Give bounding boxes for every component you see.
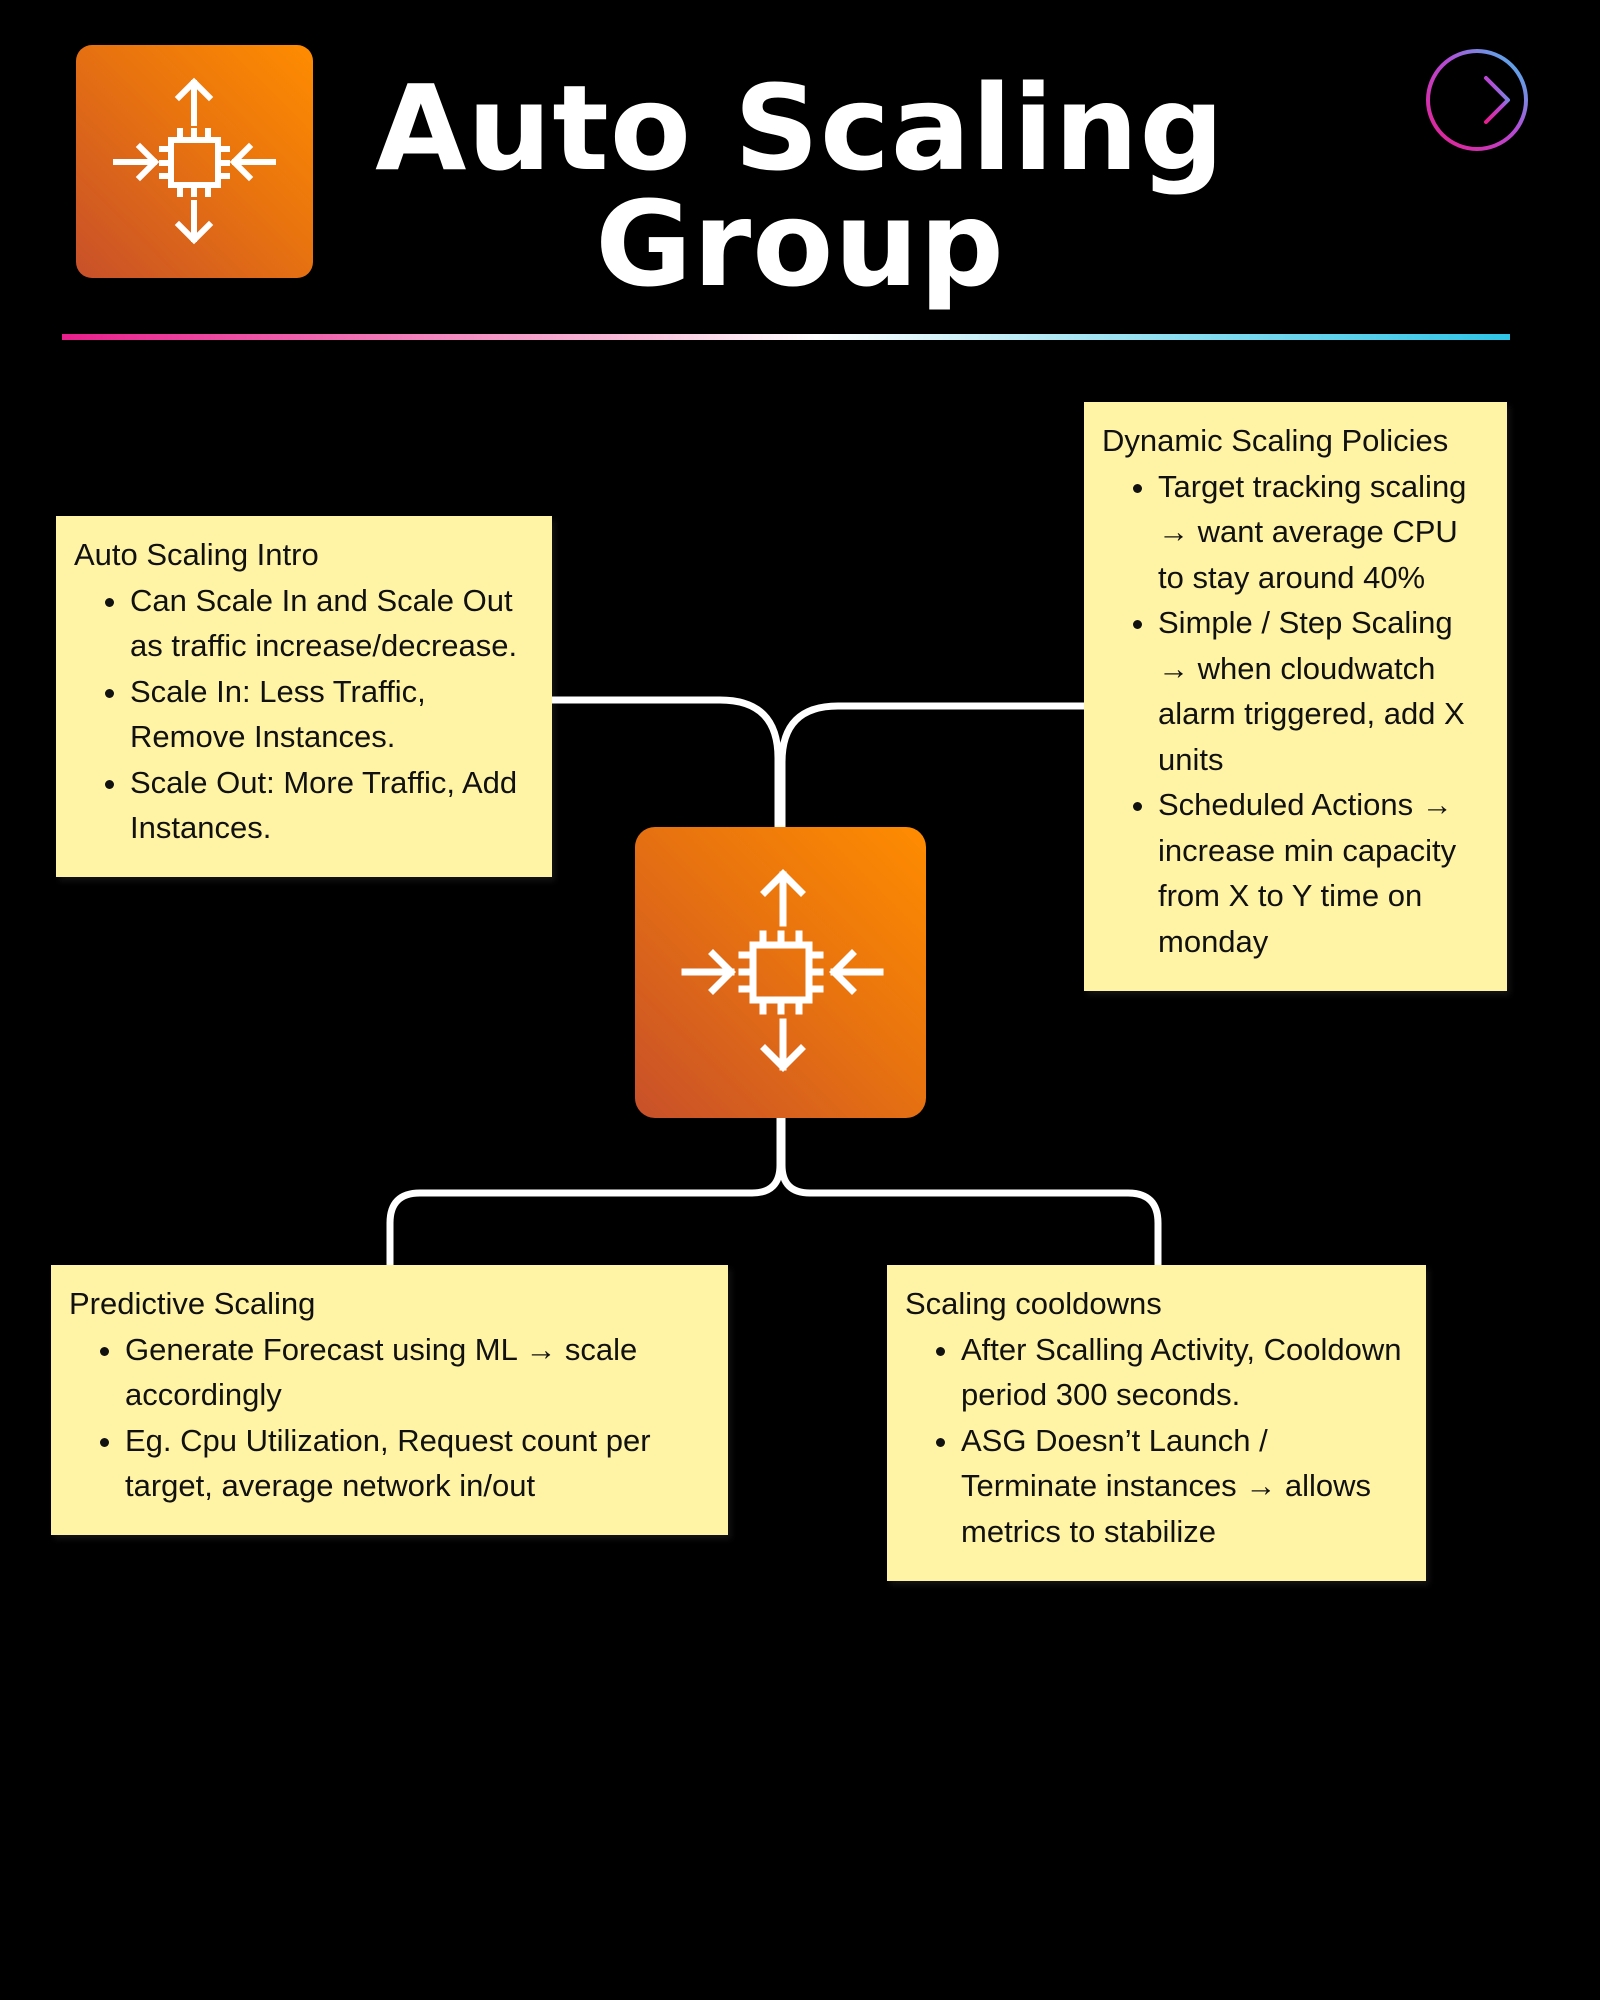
note-auto-scaling-intro: Auto Scaling Intro Can Scale In and Scal… — [56, 516, 552, 877]
list-item: Simple / Step Scaling → when cloudwatch … — [1158, 600, 1489, 782]
note-title: Dynamic Scaling Policies — [1102, 423, 1449, 458]
list-item: After Scalling Activity, Cooldown period… — [961, 1327, 1408, 1418]
auto-scaling-icon — [113, 77, 276, 245]
list-item: Scale In: Less Traffic, Remove Instances… — [130, 669, 534, 760]
title-line-1: Auto Scaling — [375, 59, 1225, 197]
center-auto-scaling-tile — [635, 827, 926, 1118]
note-list: Generate Forecast using ML → scale accor… — [69, 1327, 710, 1509]
page-title: Auto Scaling Group — [340, 59, 1260, 313]
list-item: ASG Doesn’t Launch / Terminate instances… — [961, 1418, 1408, 1555]
connector-predictive — [386, 1118, 784, 1265]
list-item: Scheduled Actions → increase min capacit… — [1158, 782, 1489, 964]
connector-intro — [552, 696, 782, 827]
auto-scaling-icon — [681, 869, 884, 1072]
note-title: Auto Scaling Intro — [74, 537, 319, 572]
list-item: Eg. Cpu Utilization, Request count per t… — [125, 1418, 710, 1509]
title-line-2: Group — [595, 175, 1005, 313]
note-title: Scaling cooldowns — [905, 1286, 1162, 1321]
note-list: Target tracking scaling → want average C… — [1102, 464, 1489, 965]
note-list: After Scalling Activity, Cooldown period… — [905, 1327, 1408, 1555]
list-item: Scale Out: More Traffic, Add Instances. — [130, 760, 534, 851]
arrow-right-circle-icon — [1426, 49, 1528, 151]
list-item: Can Scale In and Scale Out as traffic in… — [130, 578, 534, 669]
connector-cooldown — [778, 1118, 1162, 1265]
list-item: Generate Forecast using ML → scale accor… — [125, 1327, 710, 1418]
note-list: Can Scale In and Scale Out as traffic in… — [74, 578, 534, 851]
note-scaling-cooldowns: Scaling cooldowns After Scalling Activit… — [887, 1265, 1426, 1581]
note-dynamic-scaling-policies: Dynamic Scaling Policies Target tracking… — [1084, 402, 1507, 991]
header-divider — [62, 334, 1510, 340]
note-predictive-scaling: Predictive Scaling Generate Forecast usi… — [51, 1265, 728, 1535]
header-logo — [76, 45, 313, 278]
note-title: Predictive Scaling — [69, 1286, 316, 1321]
next-button[interactable] — [1424, 47, 1530, 153]
list-item: Target tracking scaling → want average C… — [1158, 464, 1489, 601]
connector-dynamic — [778, 702, 1084, 827]
